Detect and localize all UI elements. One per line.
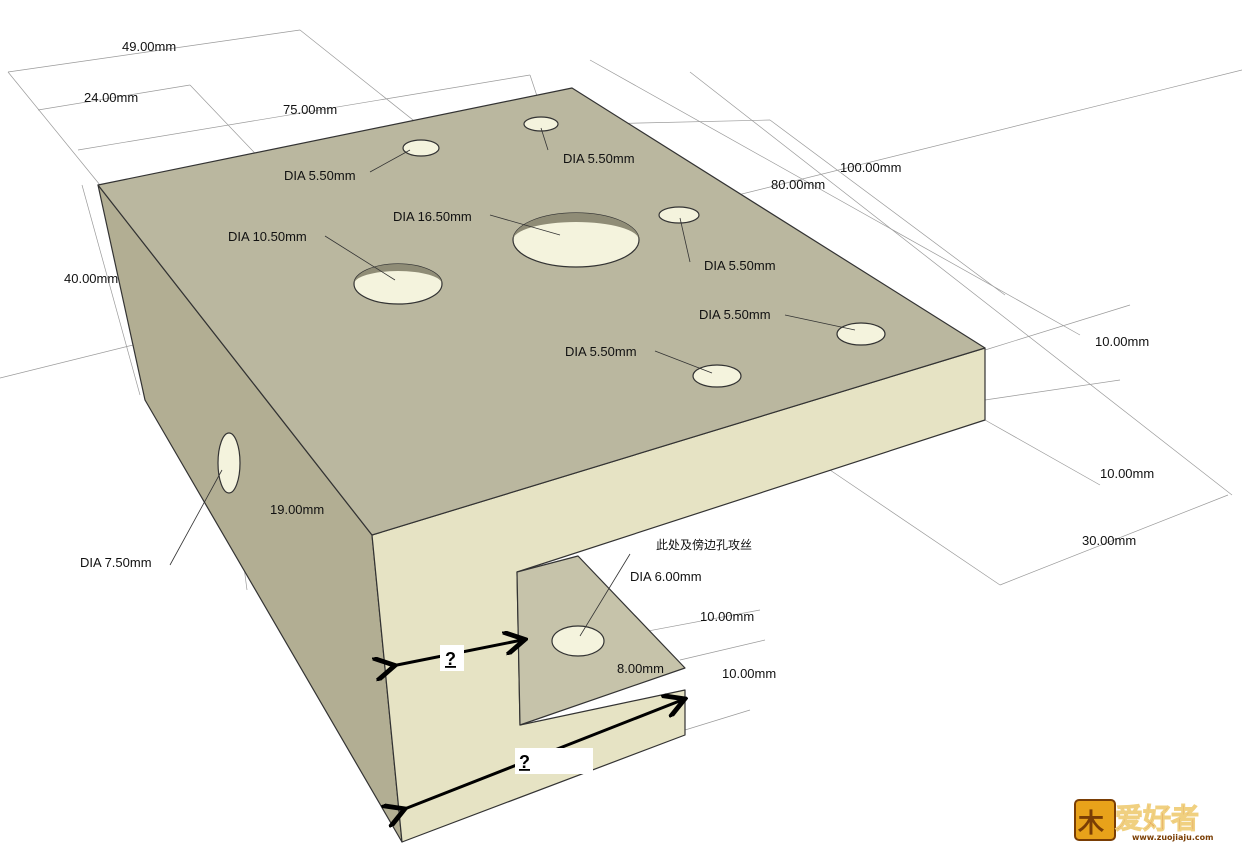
- hole-5-50-b: [523, 116, 559, 132]
- label-dia-7-50: DIA 7.50mm: [80, 555, 152, 570]
- dim-10-slot-a: 10.00mm: [700, 609, 754, 624]
- label-dia-5-50-a: DIA 5.50mm: [284, 168, 356, 183]
- dim-49: 49.00mm: [122, 39, 176, 54]
- label-dia-6-00: DIA 6.00mm: [630, 569, 702, 584]
- hole-5-50-a: [402, 139, 440, 157]
- hole-16-50: [512, 212, 640, 268]
- unknown-mark-2: ?: [519, 752, 530, 772]
- dim-40: 40.00mm: [64, 271, 118, 286]
- label-dia-5-50-b: DIA 5.50mm: [563, 151, 635, 166]
- dim-10-lower: 10.00mm: [1100, 466, 1154, 481]
- dim-75: 75.00mm: [283, 102, 337, 117]
- hole-5-50-d: [836, 322, 886, 346]
- dim-30: 30.00mm: [1082, 533, 1136, 548]
- watermark-logo: 木 爱好者 www.zuojiaju.com: [1074, 799, 1213, 842]
- dim-10-right: 10.00mm: [1095, 334, 1149, 349]
- dim-80: 80.00mm: [771, 177, 825, 192]
- label-dia-16-50: DIA 16.50mm: [393, 209, 472, 224]
- hole-7-50: [217, 432, 241, 494]
- watermark-brand: 爱好者: [1115, 802, 1199, 835]
- dimension-labels: 49.00mm 24.00mm 75.00mm 100.00mm 80.00mm…: [64, 39, 1154, 772]
- part-body: [97, 87, 986, 843]
- top-face: [97, 87, 986, 536]
- label-dia-5-50-d: DIA 5.50mm: [699, 307, 771, 322]
- dim-19: 19.00mm: [270, 502, 324, 517]
- holes: [217, 116, 886, 657]
- tapping-note: 此处及傍边孔攻丝: [656, 537, 752, 552]
- leaders: [169, 127, 856, 637]
- hole-10-50: [353, 263, 443, 305]
- dim-8: 8.00mm: [617, 661, 664, 676]
- dim-24: 24.00mm: [84, 90, 138, 105]
- label-dia-5-50-e: DIA 5.50mm: [565, 344, 637, 359]
- hole-6-00: [551, 625, 605, 657]
- watermark-site: www.zuojiaju.com: [1132, 833, 1213, 842]
- label-dia-10-50: DIA 10.50mm: [228, 229, 307, 244]
- dim-10-slot-b: 10.00mm: [722, 666, 776, 681]
- hole-5-50-c: [658, 206, 700, 224]
- dim-100: 100.00mm: [840, 160, 901, 175]
- svg-text:木: 木: [1077, 809, 1104, 839]
- unknown-mark-1: ?: [445, 649, 456, 669]
- label-dia-5-50-c: DIA 5.50mm: [704, 258, 776, 273]
